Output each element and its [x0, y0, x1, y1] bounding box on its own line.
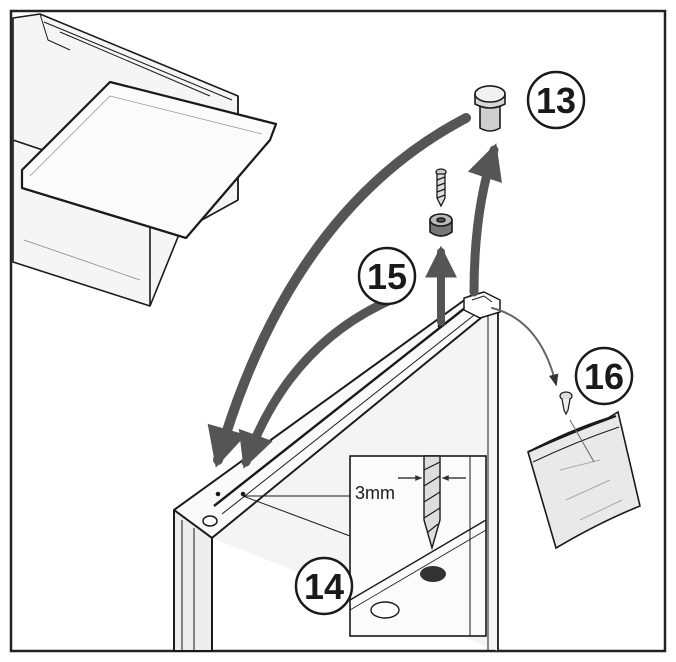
- callout-16: 16: [574, 346, 634, 406]
- callout-13-label: 13: [536, 80, 576, 121]
- drill-bit: [423, 455, 441, 551]
- screw-part: [435, 168, 447, 208]
- hinge-cap-part: [474, 85, 506, 132]
- callout-14: 14: [294, 556, 354, 616]
- assembly-arrows: [207, 113, 559, 469]
- callout-15-label: 15: [367, 256, 407, 297]
- parts-bag: [527, 410, 641, 550]
- washer-part: [429, 213, 453, 237]
- small-screw-part: [559, 391, 573, 416]
- callout-13: 13: [526, 70, 586, 130]
- cabinet-illustration: [12, 13, 278, 307]
- callout-15: 15: [357, 246, 417, 306]
- callout-14-label: 14: [304, 566, 344, 607]
- drill-detail-inset: 3mm: [242, 455, 487, 637]
- dimension-label: 3mm: [355, 483, 395, 503]
- callout-16-label: 16: [584, 356, 624, 397]
